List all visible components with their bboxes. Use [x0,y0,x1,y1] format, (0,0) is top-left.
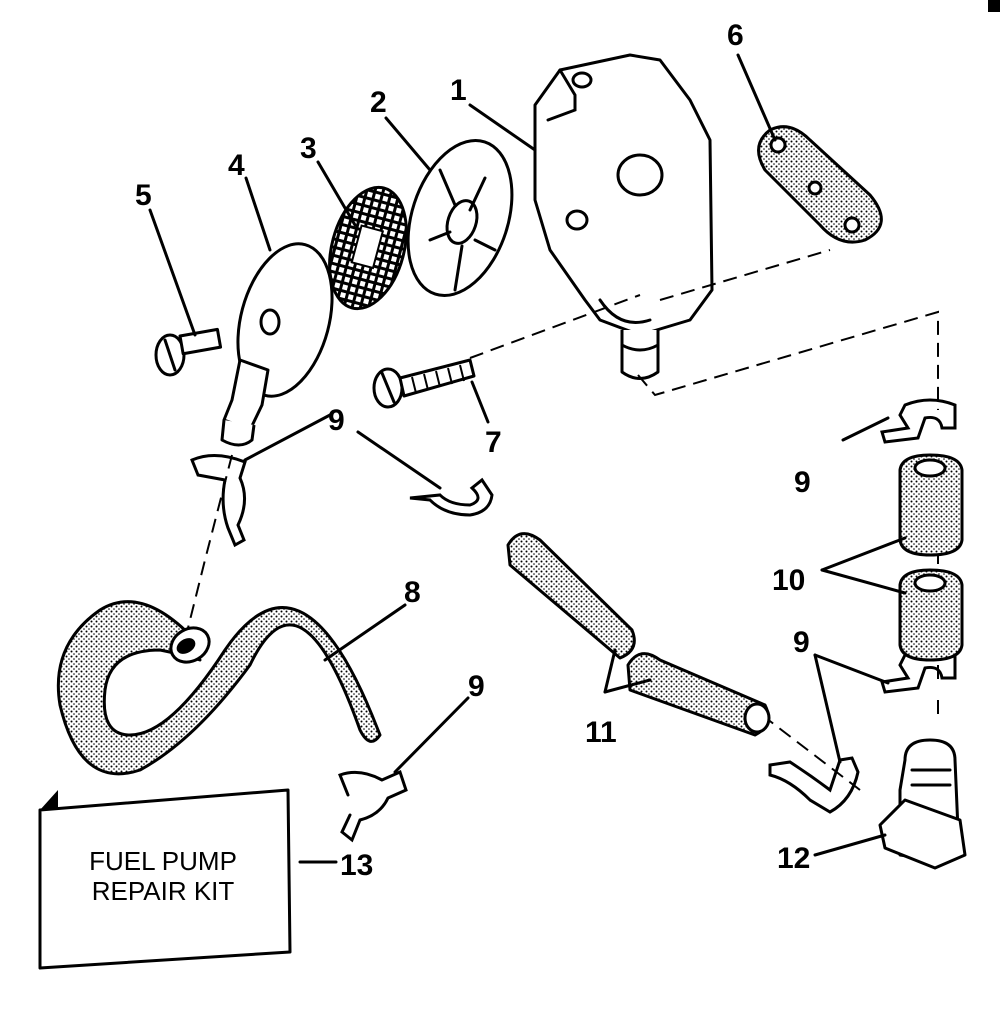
fuel-line-segment [626,652,771,737]
alignment-line [469,294,641,359]
fuel-filter-lower [898,568,964,662]
alignment-line [761,714,861,791]
long-screw [372,358,476,409]
callout-12: 12 [777,842,810,875]
hose-clamp [190,454,247,548]
diaphragm-plate [406,138,514,298]
kit-label-line1: FUEL PUMP [89,846,237,876]
callout-13: 13 [340,849,373,882]
callout-1: 1 [450,74,467,107]
fuel-pump-body [533,53,714,380]
leader-lines [148,53,907,864]
callout-11: 11 [585,716,617,749]
callout-8: 8 [404,576,421,609]
hose-clamp [880,398,957,444]
pump-cover [220,242,334,447]
filter-screen [328,185,408,311]
callout-7: 7 [485,426,502,459]
alignment-line [637,310,939,410]
hose-clamp [338,769,408,843]
fuel-filter-upper [898,453,964,557]
callout-5: 5 [135,179,152,212]
callout-9-right-lower: 9 [793,626,810,659]
callout-labels: 1 2 3 4 5 6 7 8 9 9 9 9 10 11 12 13 9 [135,19,811,882]
callout-9-upper-left: 9 [328,404,345,437]
callout-4: 4 [228,149,245,182]
callout-2: 2 [370,86,387,119]
callout-9-bottom-left: 9 [468,670,485,703]
fuel-hose [56,600,382,776]
kit-label-line2: REPAIR KIT [92,876,235,906]
callout-10: 10 [772,564,805,597]
corner-mark [988,0,1000,12]
fuel-line-segment [506,532,636,660]
alignment-line [184,454,233,641]
hose-clamp [768,756,860,814]
elbow-fitting [878,738,967,870]
hose-clamp [409,477,494,517]
repair-kit-box: FUEL PUMP REPAIR KIT [38,788,292,970]
callout-9-right-top: 9 [794,466,811,499]
callout-3: 3 [300,132,317,165]
mounting-gasket [757,125,883,244]
cover-screw [154,327,223,377]
alignment-line [659,249,831,301]
callout-6: 6 [727,19,744,52]
